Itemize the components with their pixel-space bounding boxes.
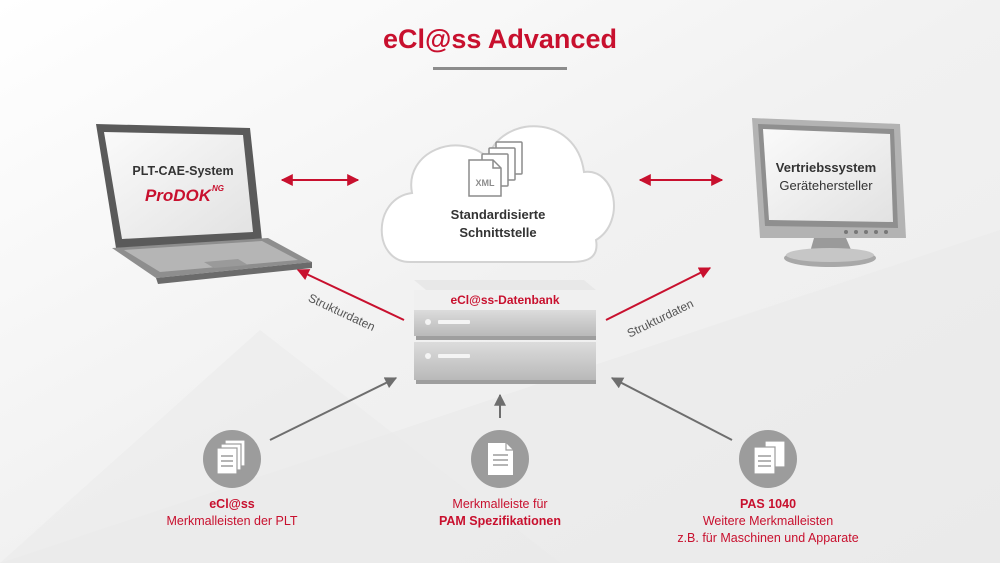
document-stack-icon — [739, 430, 797, 488]
source-pas-title: PAS 1040 — [740, 497, 796, 511]
background-facet — [0, 330, 560, 563]
document-stack-icon — [203, 430, 261, 488]
database-server — [414, 280, 596, 384]
xml-documents-icon — [468, 141, 523, 197]
monitor-subtitle: Gerätehersteller — [779, 178, 873, 193]
monitor-title: Vertriebssystem — [776, 160, 876, 175]
laptop-title: PLT-CAE-System — [132, 164, 233, 178]
arrow-pas-to-server — [610, 377, 733, 441]
server-label: eCl@ss-Datenbank — [450, 293, 559, 307]
prodok-logo-superscript: NG — [212, 184, 224, 193]
laptop — [96, 124, 312, 284]
arrow-server-to-monitor — [605, 267, 712, 321]
prodok-logo: ProDOK — [145, 186, 213, 205]
source-pam-line1: Merkmalleiste für — [452, 497, 547, 511]
cloud-label-line1: Standardisierte — [451, 207, 546, 222]
source-eclass-subtitle: Merkmalleisten der PLT — [166, 514, 297, 528]
source-pam-line2: PAM Spezifikationen — [439, 514, 561, 528]
arrow-eclass-to-server — [269, 377, 398, 441]
source-eclass-title: eCl@ss — [209, 497, 255, 511]
title-underline — [433, 67, 567, 70]
arrow-server-to-laptop — [296, 269, 405, 321]
document-icon — [471, 430, 529, 488]
monitor — [752, 118, 906, 267]
cloud-label-line2: Schnittstelle — [459, 225, 536, 240]
xml-icon-label: XML — [476, 178, 496, 188]
page-title: eCl@ss Advanced — [383, 24, 617, 54]
source-pas-line2: Weitere Merkmalleisten — [703, 514, 833, 528]
source-pas-line3: z.B. für Maschinen und Apparate — [677, 531, 858, 545]
